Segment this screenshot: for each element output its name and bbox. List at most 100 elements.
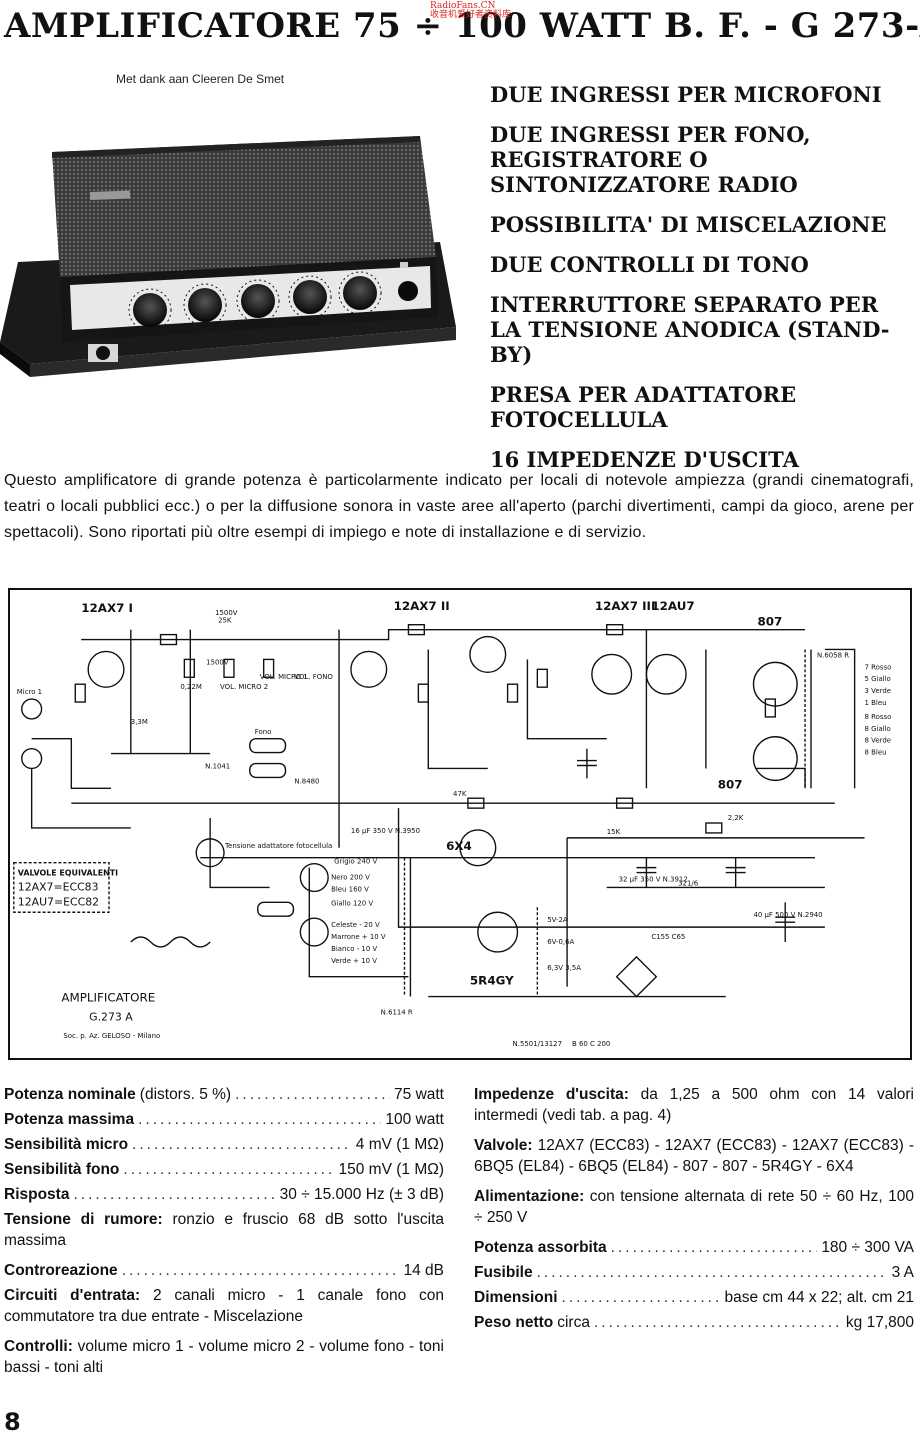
spec-label: Risposta (4, 1186, 70, 1203)
leader-dots (122, 1260, 400, 1281)
tube-label: 807 (757, 615, 782, 629)
part-label: 2,2K (728, 814, 744, 822)
part-label: 0,22M (180, 683, 201, 691)
spec-row: Potenza massima 100 watt (4, 1109, 444, 1130)
part-label: Celeste - 20 V (331, 921, 380, 929)
spec-value: 150 mV (1 MΩ) (338, 1161, 444, 1178)
part-label: N.5501/13127 (513, 1040, 562, 1048)
amplifier-photo (0, 136, 456, 377)
tube-label: 5R4GY (470, 974, 514, 988)
part-label: 32 µF 350 V N.3912 (619, 876, 688, 884)
tube-label: 807 (718, 777, 743, 791)
part-label: 8 Giallo (865, 725, 891, 733)
part-label: Bianco - 10 V (331, 945, 377, 953)
watermark: RadioFans.CN 收音机爱好者资料库 (430, 2, 511, 20)
feature-item: DUE CONTROLLI DI TONO (490, 252, 809, 277)
spec-text: con tensione alternata di rete 50 ÷ 60 H… (474, 1188, 914, 1226)
leader-dots (611, 1237, 818, 1258)
spec-value: 100 watt (385, 1111, 444, 1128)
part-label: Verde + 10 V (331, 957, 377, 965)
spec-label: Peso netto (474, 1314, 554, 1331)
part-label: 321/6 (678, 879, 698, 887)
feature-list: DUE INGRESSI PER MICROFONI DUE INGRESSI … (490, 82, 915, 487)
equivalent-item: 12AU7=ECC82 (18, 895, 99, 908)
spec-label: Potenza nominale (4, 1086, 136, 1103)
part-label: 1500V (215, 609, 238, 617)
part-label: Tensione adattatore fotocellula (224, 842, 332, 850)
spec-label: Tensione di rumore: (4, 1211, 163, 1228)
spec-row: Sensibilità micro 4 mV (1 MΩ) (4, 1134, 444, 1155)
spec-label: Sensibilità micro (4, 1136, 129, 1153)
feature-item: POSSIBILITA' DI MISCELAZIONE (490, 212, 887, 237)
part-label: 40 µF 500 V N.2940 (753, 911, 822, 919)
schematic-label-maker: Soc. p. Az. GELOSO - Milano (63, 1032, 160, 1040)
spec-row: Dimensioni base cm 44 x 22; alt. cm 21 (474, 1287, 914, 1308)
spec-text: 2 canali micro - 1 canale fono con commu… (4, 1287, 444, 1325)
spec-label: Sensibilità fono (4, 1161, 120, 1178)
part-label: 1 Bleu (865, 699, 887, 707)
part-label: B 60 C 200 (572, 1040, 610, 1048)
feature-item: DUE INGRESSI PER FONO, REGISTRATORE O SI… (490, 122, 811, 197)
spec-value: base cm 44 x 22; alt. cm 21 (724, 1289, 914, 1306)
part-label: 15K (607, 828, 621, 836)
leader-dots (73, 1184, 275, 1205)
part-label: 47K (453, 790, 467, 798)
spec-value: 180 ÷ 300 VA (821, 1239, 914, 1256)
spec-paragraph: Tensione di rumore: ronzio e fruscio 68 … (4, 1209, 444, 1251)
schematic-label-model: G.273 A (89, 1010, 133, 1023)
part-label: Giallo 120 V (331, 899, 373, 907)
spec-row: Controreazione 14 dB (4, 1260, 444, 1281)
feature-item: INTERRUTTORE SEPARATO PER LA TENSIONE AN… (490, 292, 890, 367)
spec-row: Potenza nominale(distors. 5 %)75 watt (4, 1084, 444, 1105)
part-label: Marrone + 10 V (331, 933, 386, 941)
part-label: Fono (255, 728, 272, 736)
spec-row: Potenza assorbita 180 ÷ 300 VA (474, 1237, 914, 1258)
specs-right-column: Impedenze d'uscita: da 1,25 a 500 ohm co… (474, 1084, 914, 1337)
spec-value: 30 ÷ 15.000 Hz (± 3 dB) (279, 1186, 444, 1203)
spec-text: da 1,25 a 500 ohm con 14 valori intermed… (474, 1086, 914, 1124)
spec-label: Controlli: (4, 1338, 73, 1355)
part-label: Nero 200 V (331, 874, 370, 882)
part-label: Grigio 240 V (334, 858, 377, 866)
spec-row: Peso nettocircakg 17,800 (474, 1312, 914, 1333)
part-label: N.6058 R (817, 651, 849, 659)
part-label: 6,3V 3,5A (547, 964, 581, 972)
spec-label: Controreazione (4, 1262, 118, 1279)
leader-dots (123, 1159, 334, 1180)
part-label: N.8480 (294, 777, 319, 785)
schematic-label-title: AMPLIFICATORE (61, 990, 155, 1004)
feature-item: 16 IMPEDENZE D'USCITA (490, 447, 799, 472)
spec-label: Valvole: (474, 1137, 533, 1154)
part-label: 5V-2A (547, 916, 568, 924)
spec-paragraph: Circuiti d'entrata: 2 canali micro - 1 c… (4, 1285, 444, 1327)
spec-value: 14 dB (403, 1262, 444, 1279)
equivalent-item: 12AX7=ECC83 (18, 880, 99, 893)
knob-row (128, 271, 418, 332)
equivalents-title: VALVOLE EQUIVALENTI (18, 869, 118, 878)
leader-dots (594, 1312, 842, 1333)
tube-label: 12AX7 I (81, 601, 133, 615)
leader-dots (235, 1084, 390, 1105)
spec-label: Potenza assorbita (474, 1239, 607, 1256)
spec-paragraph: Controlli: volume micro 1 - volume micro… (4, 1336, 444, 1378)
part-label: VOL. MICRO 1 (260, 673, 308, 681)
feature-item: PRESA PER ADATTATORE FOTOCELLULA (490, 382, 797, 432)
spec-label: Alimentazione: (474, 1188, 585, 1205)
spec-note: (distors. 5 %) (139, 1086, 232, 1103)
part-label: 6V-0,6A (547, 938, 574, 946)
spec-label: Circuiti d'entrata: (4, 1287, 141, 1304)
spec-text: volume micro 1 - volume micro 2 - volume… (4, 1338, 444, 1376)
spec-value: 4 mV (1 MΩ) (355, 1136, 444, 1153)
spec-label: Dimensioni (474, 1289, 558, 1306)
part-label: N.1041 (205, 762, 230, 770)
part-label: C155 C65 (651, 933, 685, 941)
watermark-line-2: 收音机爱好者资料库 (430, 10, 512, 20)
spec-label: Fusibile (474, 1264, 533, 1281)
specs-left-column: Potenza nominale(distors. 5 %)75 wattPot… (4, 1084, 444, 1387)
page-title: AMPLIFICATORE 75 ÷ 100 WATT B. F. - G 27… (4, 6, 920, 46)
circuit-schematic: 12AX7 I 12AX7 II 12AX7 III 12AU7 807 807… (8, 588, 912, 1060)
feature-item: DUE INGRESSI PER MICROFONI (490, 82, 882, 107)
watermark-line-1: RadioFans.CN (430, 1, 496, 11)
spec-label: Potenza massima (4, 1111, 135, 1128)
part-label: VOL. FONO (294, 673, 333, 681)
